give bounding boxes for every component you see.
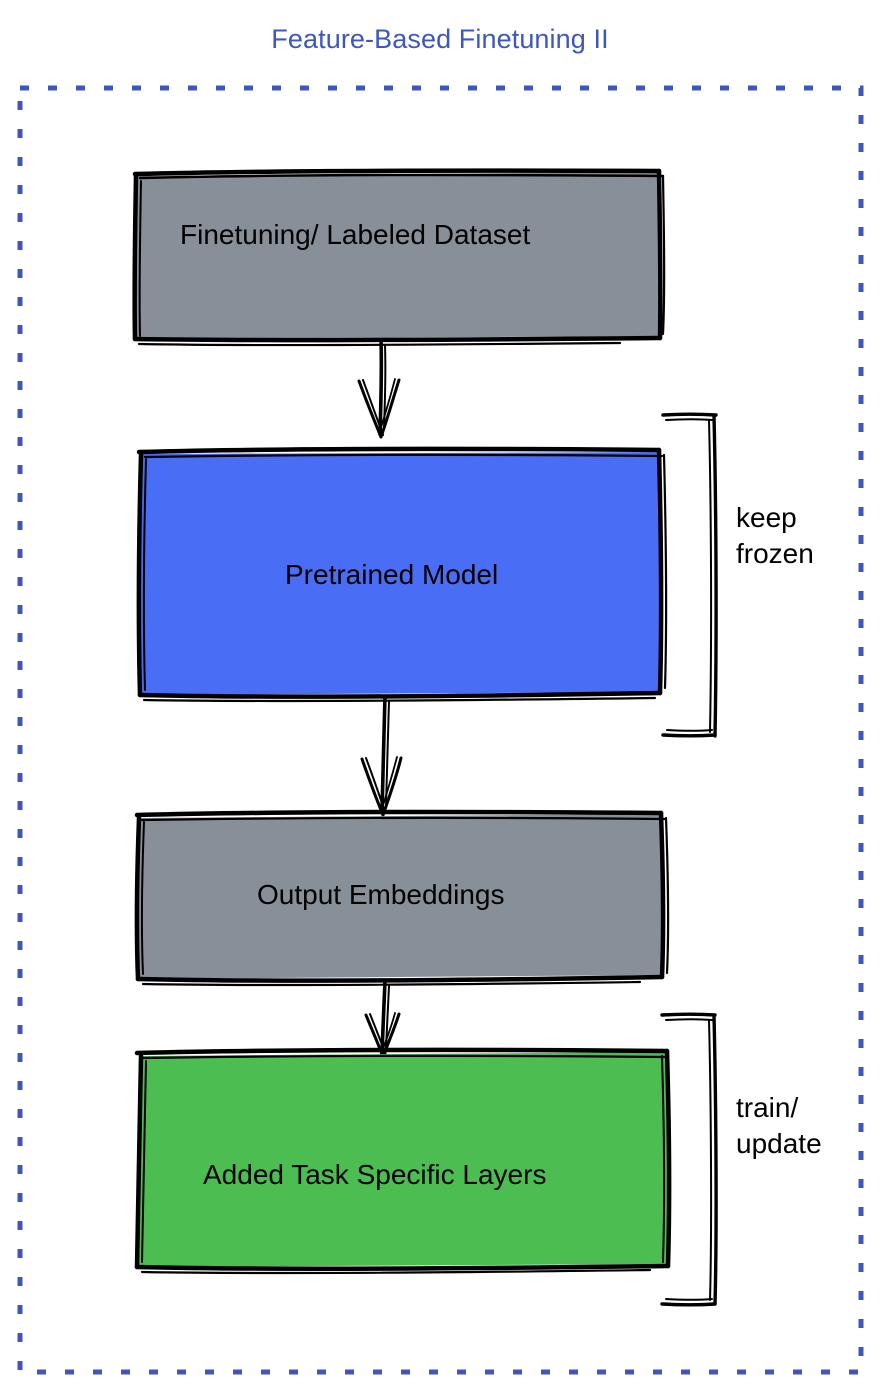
node-task-specific-layers[interactable] (134, 1047, 672, 1275)
arrow-dataset-to-pretrained (357, 338, 401, 439)
annotation-train-update-line2: update (736, 1127, 822, 1159)
page-title: Feature-Based Finetuning II (271, 24, 609, 54)
annotation-keep-frozen-line1: keep (736, 502, 797, 533)
bracket-keep-frozen (661, 412, 718, 738)
node-dataset[interactable] (132, 168, 666, 347)
bracket-train-update (660, 1012, 718, 1307)
annotation-keep-frozen: keep frozen (736, 500, 814, 572)
annotation-train-update-line1: train/ (736, 1092, 799, 1123)
node-pretrained-model[interactable] (136, 446, 668, 703)
arrow-pretrained-to-embeddings (360, 695, 403, 817)
arrow-embeddings-to-task-layers (364, 979, 401, 1059)
node-output-embeddings[interactable] (134, 809, 670, 987)
annotation-train-update: train/ update (736, 1090, 822, 1162)
annotation-keep-frozen-line2: frozen (736, 537, 814, 569)
outer-dashed-frame (17, 85, 864, 1375)
